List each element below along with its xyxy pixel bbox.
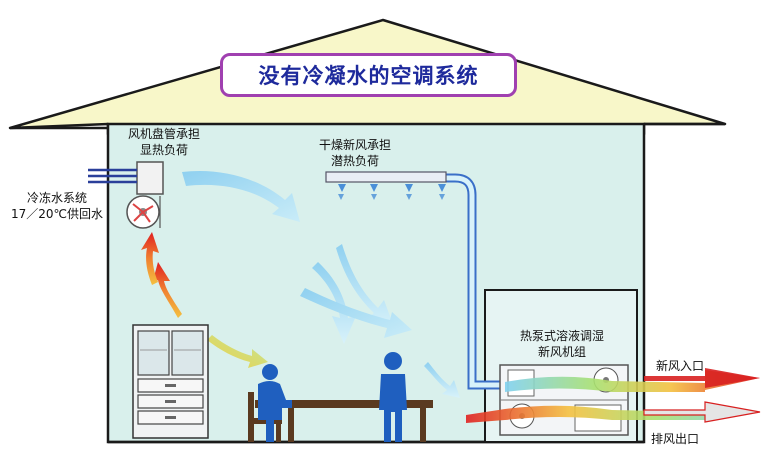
air-arrow-cabinet bbox=[207, 335, 268, 368]
fresh-air-unit-label-line1: 热泵式溶液调湿 bbox=[519, 329, 604, 343]
fresh-air-duct bbox=[325, 171, 500, 390]
fan-coil-label: 风机盘管承担 显热负荷 bbox=[114, 126, 214, 158]
warm-air-arrow-lower bbox=[152, 262, 182, 318]
chilled-water-label-line2: 17／20℃供回水 bbox=[10, 207, 104, 221]
outlet-arrow bbox=[643, 401, 761, 423]
diagram-title: 没有冷凝水的空调系统 bbox=[258, 64, 479, 88]
inlet-label: 新风入口 bbox=[656, 359, 705, 373]
exhaust-air-flow bbox=[466, 405, 760, 423]
chilled-water-label: 冷冻水系统 17／20℃供回水 bbox=[2, 190, 112, 222]
fan-coil-label-line2: 显热负荷 bbox=[139, 143, 188, 157]
fresh-air-label-line2: 潜热负荷 bbox=[330, 154, 379, 168]
cabinet bbox=[132, 324, 209, 439]
chilled-water-label-line1: 冷冻水系统 bbox=[26, 191, 87, 205]
cool-air-arrow-fan-coil bbox=[182, 170, 300, 222]
air-arrow-near-unit bbox=[424, 362, 460, 398]
cool-air-arrow-center-3 bbox=[300, 288, 412, 338]
fresh-air-label-line1: 干燥新风承担 bbox=[318, 138, 391, 152]
supply-air-flow bbox=[505, 370, 760, 392]
table bbox=[255, 400, 433, 442]
fresh-air-unit bbox=[499, 364, 629, 436]
fresh-air-unit-label-line2: 新风机组 bbox=[537, 345, 586, 359]
fan-coil-label-line1: 风机盘管承担 bbox=[127, 127, 200, 141]
standing-person-icon bbox=[379, 352, 407, 442]
fresh-air-label: 干燥新风承担 潜热负荷 bbox=[305, 137, 405, 169]
inlet-arrow bbox=[644, 368, 760, 388]
outlet-label: 排风出口 bbox=[651, 432, 700, 446]
seated-person-icon bbox=[258, 364, 292, 442]
cool-air-arrow-center-1 bbox=[336, 244, 395, 330]
diagram-title-box: 没有冷凝水的空调系统 bbox=[220, 53, 517, 97]
fresh-air-unit-label: 热泵式溶液调湿 新风机组 bbox=[502, 328, 622, 360]
chair bbox=[248, 392, 282, 442]
warm-air-arrow-upper bbox=[141, 232, 159, 285]
cool-air-arrow-center-2 bbox=[312, 262, 356, 344]
fan-coil-unit bbox=[88, 161, 164, 229]
